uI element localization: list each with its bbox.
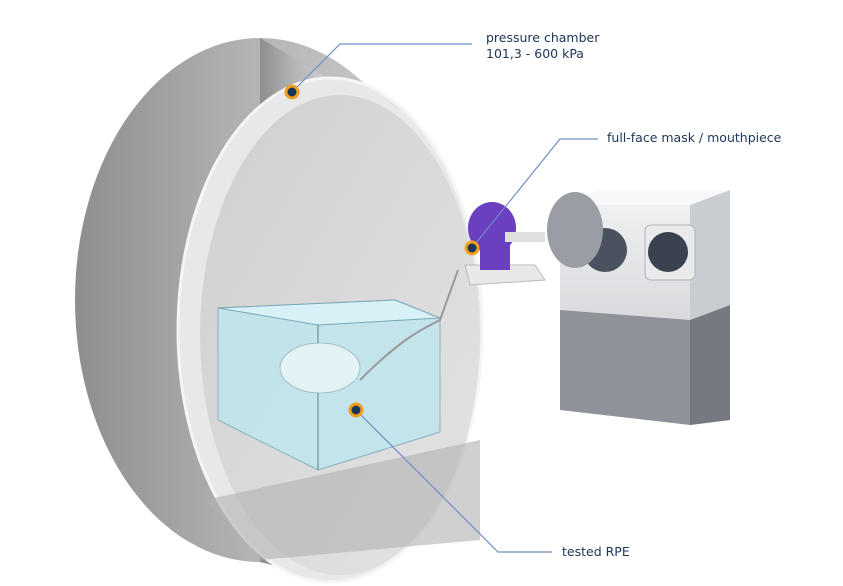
marker-rpe <box>348 402 364 418</box>
leader-line-rpe <box>355 409 552 553</box>
label-chamber-title: pressure chamber <box>486 30 600 45</box>
marker-mask <box>464 240 480 256</box>
leader-line-mask <box>471 138 598 249</box>
control-unit <box>547 190 730 425</box>
label-mask: full-face mask / mouthpiece <box>607 130 782 145</box>
test-head <box>464 202 546 286</box>
label-chamber-range: 101,3 - 600 kPa <box>486 46 584 61</box>
label-tested-rpe: tested RPE <box>562 544 630 559</box>
leader-line-chamber <box>291 43 472 93</box>
label-pressure-chamber: pressure chamber 101,3 - 600 kPa <box>486 30 599 62</box>
water-tank <box>217 269 459 471</box>
marker-chamber <box>284 84 300 100</box>
